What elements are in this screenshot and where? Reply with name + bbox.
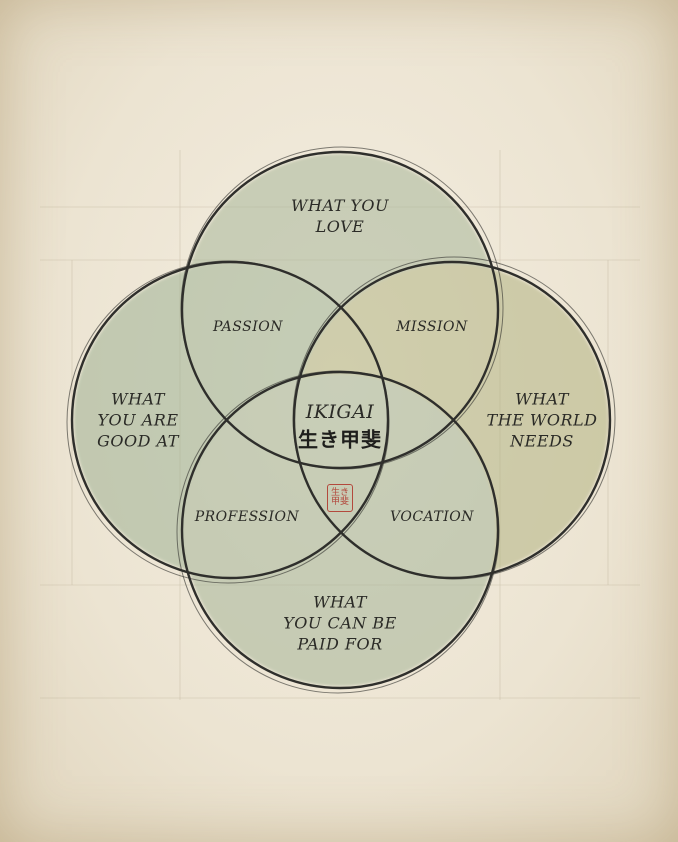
label-what-the-world-needs: WHAT THE WORLD NEEDS: [486, 389, 598, 451]
circle-right-outline: [292, 260, 612, 580]
circle-top-outline: [180, 150, 500, 470]
circle-bottom-outline: [180, 370, 500, 690]
label-what-you-can-be-paid-for: WHAT YOU CAN BE PAID FOR: [283, 592, 397, 654]
label-mission: MISSION: [396, 319, 468, 335]
label-what-you-love: WHAT YOU LOVE: [291, 196, 389, 236]
label-profession: PROFESSION: [194, 509, 300, 525]
label-what-you-are-good-at: WHAT YOU ARE GOOD AT: [97, 389, 179, 451]
circle-outlines: [66, 146, 616, 694]
label-passion: PASSION: [213, 319, 283, 335]
red-seal-stamp-icon: 生き 甲斐: [327, 484, 353, 512]
label-vocation: VOCATION: [390, 509, 474, 525]
center-kanji: 生き甲斐: [298, 427, 382, 452]
center-title: IKIGAI: [305, 401, 375, 423]
circle-left-outline: [70, 260, 390, 580]
